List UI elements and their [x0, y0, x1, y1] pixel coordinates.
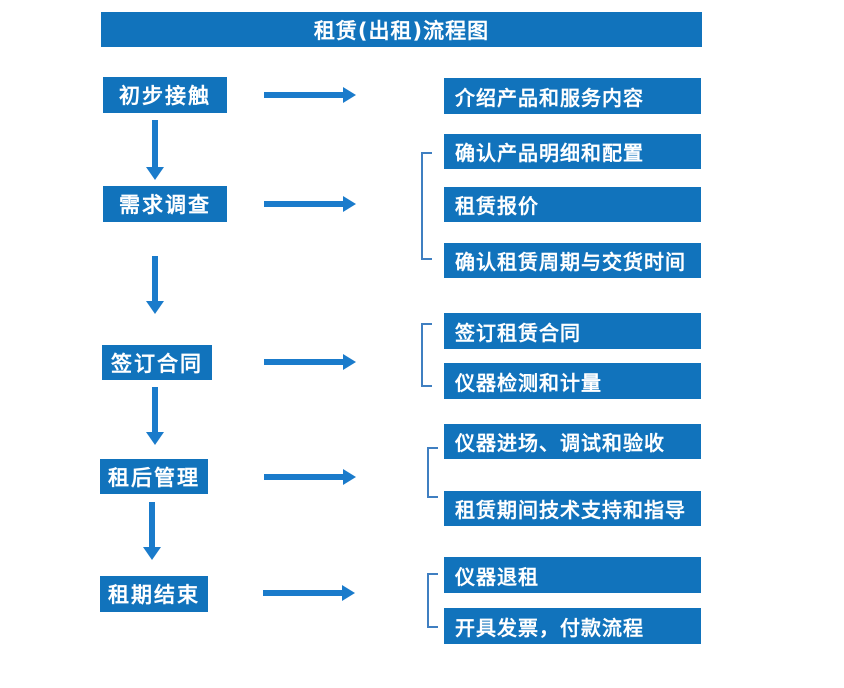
arrow-head	[146, 301, 164, 314]
arrow-shaft	[264, 359, 343, 365]
page-title: 租赁(出租)流程图	[101, 12, 702, 47]
arrow-right-icon-3	[264, 354, 356, 370]
bracket-group-post-rental-management	[427, 447, 438, 498]
arrow-shaft	[149, 502, 155, 548]
arrow-head	[143, 547, 161, 560]
step-box-lease-end: 租期结束	[100, 576, 208, 612]
arrow-right-icon-1	[264, 87, 356, 103]
detail-box-instrument-setup-acceptance: 仪器进场、调试和验收	[444, 424, 701, 459]
bracket-group-contract-signing	[421, 323, 432, 387]
arrow-shaft	[264, 92, 343, 98]
arrow-shaft	[152, 387, 158, 433]
arrow-head	[146, 432, 164, 445]
detail-box-tech-support: 租赁期间技术支持和指导	[444, 491, 701, 526]
step-box-post-rental-management: 租后管理	[100, 459, 208, 494]
arrow-head	[343, 354, 356, 370]
detail-box-instrument-testing: 仪器检测和计量	[444, 363, 701, 399]
arrow-shaft	[152, 120, 158, 168]
arrow-right-icon-4	[264, 469, 356, 485]
arrow-head	[343, 196, 356, 212]
detail-box-rental-quote: 租赁报价	[444, 187, 701, 222]
arrow-down-icon-2	[146, 256, 164, 314]
arrow-shaft	[264, 474, 343, 480]
step-box-contract-signing: 签订合同	[102, 345, 212, 380]
arrow-down-icon-3	[146, 387, 164, 445]
detail-box-sign-rental-contract: 签订租赁合同	[444, 313, 701, 349]
detail-box-confirm-rental-period: 确认租赁周期与交货时间	[444, 243, 701, 278]
detail-box-invoice-payment: 开具发票，付款流程	[444, 608, 701, 644]
detail-box-introduce-products: 介绍产品和服务内容	[444, 78, 701, 114]
step-box-requirement-survey: 需求调查	[103, 186, 227, 222]
arrow-right-icon-5	[263, 585, 355, 601]
arrow-right-icon-2	[264, 196, 356, 212]
arrow-head	[343, 469, 356, 485]
arrow-head	[343, 87, 356, 103]
detail-box-instrument-return: 仪器退租	[444, 557, 701, 593]
bracket-group-requirement-survey	[421, 152, 432, 260]
arrow-shaft	[264, 201, 343, 207]
arrow-shaft	[152, 256, 158, 302]
arrow-shaft	[263, 590, 342, 596]
detail-box-confirm-product-details: 确认产品明细和配置	[444, 134, 701, 169]
step-box-initial-contact: 初步接触	[103, 77, 227, 113]
arrow-head	[146, 167, 164, 180]
arrow-head	[342, 585, 355, 601]
bracket-group-lease-end	[427, 573, 438, 628]
arrow-down-icon-1	[146, 120, 164, 180]
arrow-down-icon-4	[143, 502, 161, 560]
